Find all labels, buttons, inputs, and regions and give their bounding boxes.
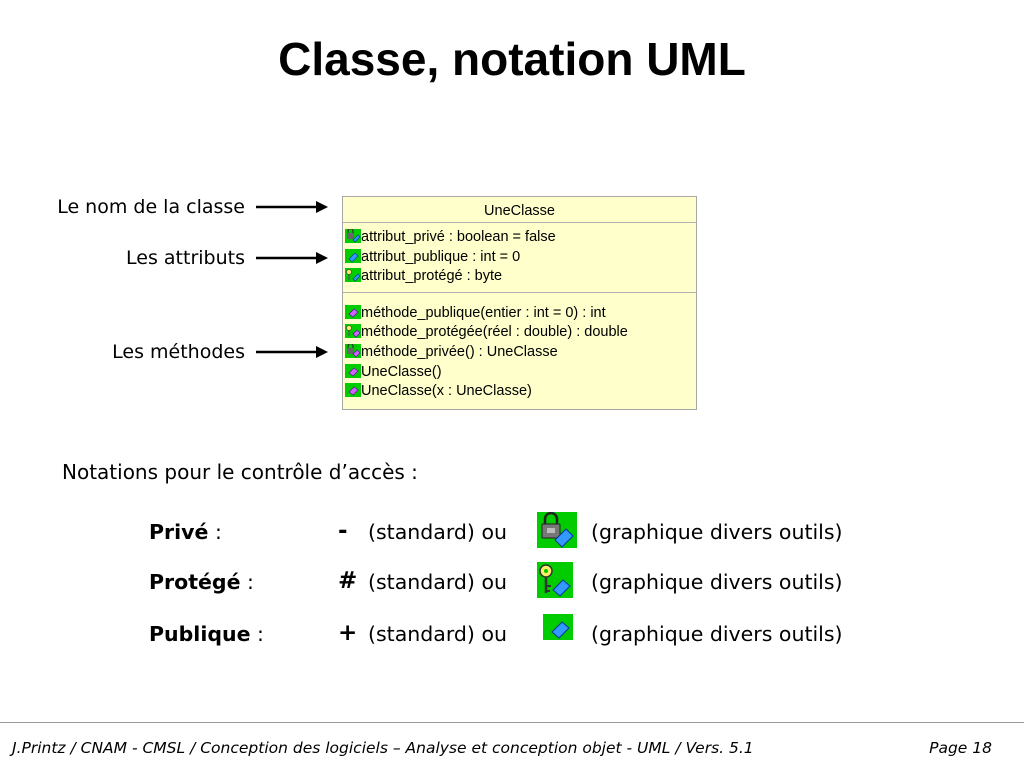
uml-method-text: méthode_protégée(réel : double) : double: [361, 324, 628, 341]
uml-attribute-row: attribut_privé : boolean = false: [343, 227, 696, 247]
uml-method-row: méthode_publique(entier : int = 0) : int: [343, 303, 696, 323]
private-method-icon: [345, 343, 361, 358]
notations-heading: Notations pour le contrôle d’accès :: [62, 460, 418, 484]
class-name-arrow: [256, 201, 328, 213]
methods-label: Les méthodes: [112, 341, 245, 363]
uml-method-row: méthode_protégée(réel : double) : double: [343, 322, 696, 342]
private-icon: [537, 512, 577, 548]
uml-attributes-section: attribut_privé : boolean = false attribu…: [343, 223, 696, 293]
footer-divider: [0, 722, 1024, 723]
uml-method-row: UneClasse(x : UneClasse): [343, 381, 696, 401]
uml-method-text: méthode_privée() : UneClasse: [361, 343, 558, 360]
protected-method-icon: [345, 324, 361, 339]
protected-icon: [345, 268, 361, 283]
notation-row-private: Privé : - (standard) ou (graphique diver…: [0, 512, 1024, 552]
uml-class-name: UneClasse: [343, 197, 696, 223]
notation-key: Protégé :: [149, 570, 254, 594]
notation-key: Publique :: [149, 622, 264, 646]
public-icon: [345, 248, 361, 263]
page-number: Page 18: [929, 739, 992, 757]
public-method-icon: [345, 383, 361, 398]
uml-attribute-text: attribut_protégé : byte: [361, 268, 503, 285]
uml-attribute-text: attribut_publique : int = 0: [361, 248, 521, 265]
notation-row-public: Publique : + (standard) ou (graphique di…: [0, 614, 1024, 654]
page-title: Classe, notation UML: [278, 33, 746, 85]
notation-key: Privé :: [149, 520, 222, 544]
attributes-arrow: [256, 252, 328, 264]
notation-row-protected: Protégé : # (standard) ou (graphique div…: [0, 562, 1024, 602]
private-icon: [345, 229, 361, 243]
notation-graphic: (graphique divers outils): [591, 570, 843, 594]
notation-graphic: (graphique divers outils): [591, 520, 843, 544]
notation-symbol: +: [338, 620, 358, 646]
uml-method-text: UneClasse(): [361, 363, 442, 380]
methods-arrow: [256, 346, 328, 358]
uml-attribute-row: attribut_protégé : byte: [343, 266, 696, 286]
notation-standard: (standard) ou: [368, 622, 507, 646]
notation-graphic: (graphique divers outils): [591, 622, 843, 646]
notation-standard: (standard) ou: [368, 520, 507, 544]
uml-method-text: UneClasse(x : UneClasse): [361, 383, 532, 400]
notation-symbol: -: [338, 518, 348, 544]
uml-method-row: UneClasse(): [343, 362, 696, 382]
notation-standard: (standard) ou: [368, 570, 507, 594]
uml-attribute-row: attribut_publique : int = 0: [343, 247, 696, 267]
public-method-icon: [345, 304, 361, 319]
public-method-icon: [345, 363, 361, 378]
uml-class-box: UneClasse attribut_privé : boolean = fal…: [342, 196, 697, 410]
uml-method-row: méthode_privée() : UneClasse: [343, 342, 696, 362]
public-icon: [543, 614, 573, 640]
notation-symbol: #: [338, 568, 358, 594]
attributes-label: Les attributs: [126, 247, 245, 269]
uml-methods-section: méthode_publique(entier : int = 0) : int…: [343, 293, 696, 407]
footer-credits: J.Printz / CNAM - CMSL / Conception des …: [12, 739, 754, 757]
uml-attribute-text: attribut_privé : boolean = false: [361, 229, 556, 245]
protected-icon: [537, 562, 573, 598]
class-name-label: Le nom de la classe: [57, 196, 245, 218]
uml-method-text: méthode_publique(entier : int = 0) : int: [361, 304, 606, 321]
